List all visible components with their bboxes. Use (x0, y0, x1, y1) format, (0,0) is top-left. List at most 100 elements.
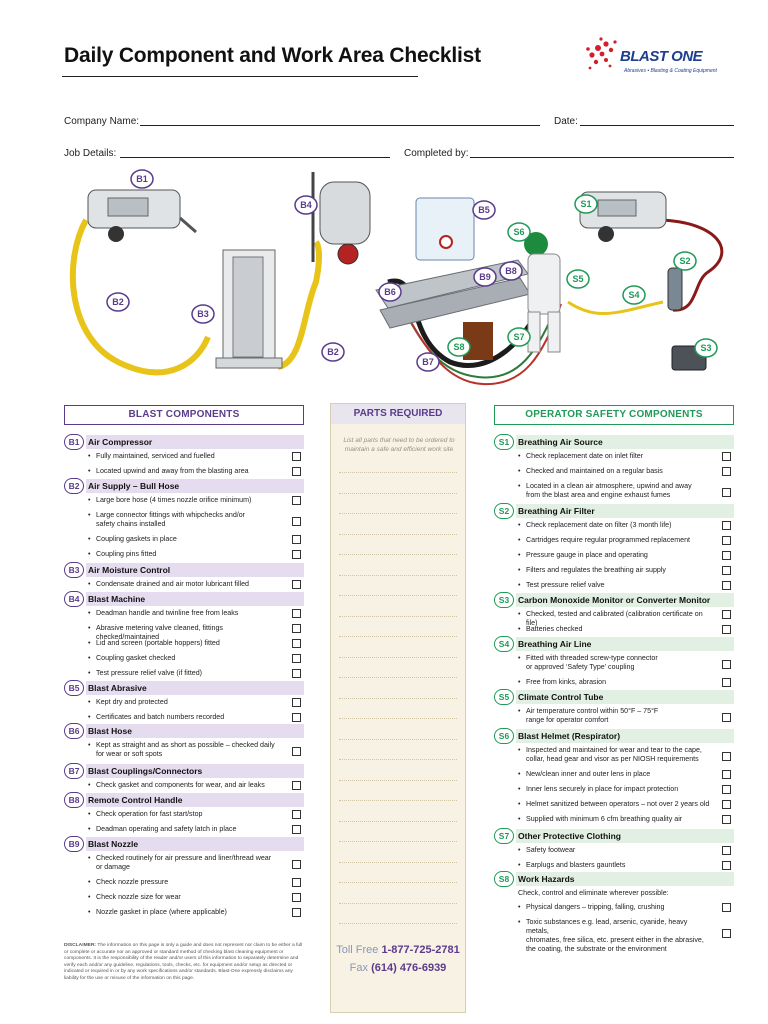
callout-label: S4 (628, 290, 639, 300)
checkbox[interactable] (292, 781, 301, 790)
checklist-item: •Kept dry and protected (88, 698, 280, 707)
checkbox[interactable] (292, 669, 301, 678)
parts-entry-line[interactable] (339, 513, 457, 514)
checklist-item-text: or approved ‘Safety Type’ coupling (526, 663, 635, 671)
checkbox[interactable] (292, 535, 301, 544)
checkbox[interactable] (722, 566, 731, 575)
checkbox[interactable] (722, 800, 731, 809)
checkbox[interactable] (722, 770, 731, 779)
checkbox[interactable] (292, 825, 301, 834)
parts-entry-line[interactable] (339, 533, 457, 535)
checkbox[interactable] (722, 625, 731, 634)
checkbox[interactable] (722, 928, 731, 938)
parts-entry-line[interactable] (339, 800, 457, 801)
bullet-icon: • (88, 452, 91, 460)
callout-s5: S5 (566, 269, 590, 289)
checkbox[interactable] (292, 609, 301, 618)
parts-entry-line[interactable] (339, 882, 457, 883)
parts-entry-line[interactable] (339, 656, 457, 658)
parts-entry-line[interactable] (339, 861, 457, 863)
checkbox[interactable] (292, 893, 301, 902)
parts-entry-line[interactable] (339, 841, 457, 842)
checkbox[interactable] (292, 713, 301, 722)
company-name-label: Company Name: (64, 116, 140, 127)
parts-entry-line[interactable] (339, 554, 457, 555)
section-code-badge: B2 (64, 478, 84, 494)
checkbox[interactable] (292, 624, 301, 633)
checklist-item: •Filters and regulates the breathing air… (518, 566, 710, 575)
checkbox[interactable] (292, 747, 301, 756)
callout-label: B2 (112, 297, 124, 307)
parts-entry-line[interactable] (339, 718, 457, 719)
checklist-item: •Batteries checked (518, 625, 710, 634)
checkbox[interactable] (292, 467, 301, 476)
parts-entry-line[interactable] (339, 472, 457, 473)
checkbox[interactable] (722, 903, 731, 912)
checkbox[interactable] (292, 639, 301, 648)
checkbox[interactable] (722, 861, 731, 870)
parts-entry-line[interactable] (339, 820, 457, 822)
checklist-item: •Safety footwear (518, 846, 710, 855)
callout-s6: S6 (507, 222, 531, 242)
checklist-item: •Check nozzle pressure (88, 878, 280, 887)
date-label: Date: (554, 116, 578, 127)
checkbox[interactable] (722, 551, 731, 560)
checkbox[interactable] (292, 580, 301, 589)
breathing-air-line (567, 300, 664, 315)
parts-entry-line[interactable] (339, 615, 457, 617)
bull-hose-left (69, 218, 211, 376)
checklist-item-text: Checked, tested and calibrated (calibrat… (526, 610, 703, 627)
checklist-item-text: Lid and screen (portable hoppers) fitted (96, 639, 220, 647)
checkbox[interactable] (722, 488, 731, 497)
section-code-badge: S8 (494, 871, 514, 887)
parts-entry-line[interactable] (339, 902, 457, 904)
checkbox[interactable] (292, 452, 301, 461)
parts-entry-line[interactable] (339, 574, 457, 576)
checkbox[interactable] (722, 678, 731, 687)
checklist-item-text: Kept dry and protected (96, 698, 168, 706)
checklist-item: •Cartridges require regular programmed r… (518, 536, 710, 545)
parts-entry-line[interactable] (339, 595, 457, 596)
checkbox[interactable] (722, 467, 731, 476)
blast-operator (524, 232, 561, 353)
checkbox[interactable] (292, 878, 301, 887)
checkbox[interactable] (722, 660, 731, 669)
checkbox[interactable] (722, 610, 731, 619)
job-details-field[interactable] (120, 157, 390, 158)
checkbox[interactable] (722, 452, 731, 461)
parts-entry-line[interactable] (339, 923, 457, 924)
completed-by-field[interactable] (470, 157, 734, 158)
checkbox[interactable] (292, 496, 301, 505)
parts-entry-line[interactable] (339, 759, 457, 760)
checkbox[interactable] (292, 517, 301, 526)
checkbox[interactable] (722, 713, 731, 722)
checkbox[interactable] (722, 521, 731, 530)
parts-entry-line[interactable] (339, 492, 457, 494)
bullet-icon: • (88, 654, 91, 662)
checkbox[interactable] (292, 654, 301, 663)
checkbox[interactable] (292, 908, 301, 917)
parts-required-heading: PARTS REQUIRED (331, 404, 465, 424)
checkbox[interactable] (292, 698, 301, 707)
checkbox[interactable] (722, 581, 731, 590)
checkbox[interactable] (722, 752, 731, 761)
parts-entry-line[interactable] (339, 677, 457, 678)
parts-entry-line[interactable] (339, 697, 457, 699)
checkbox[interactable] (292, 810, 301, 819)
checkbox[interactable] (292, 550, 301, 559)
date-field[interactable] (580, 125, 734, 126)
checkbox[interactable] (292, 860, 301, 869)
parts-entry-line[interactable] (339, 779, 457, 781)
parts-entry-line[interactable] (339, 636, 457, 637)
checkbox[interactable] (722, 536, 731, 545)
checkbox[interactable] (722, 815, 731, 824)
section-title: Breathing Air Source (516, 435, 734, 449)
checkbox[interactable] (722, 785, 731, 794)
company-name-field[interactable] (140, 125, 540, 126)
bullet-icon: • (88, 908, 91, 916)
parts-entry-line[interactable] (339, 738, 457, 740)
checkbox[interactable] (722, 846, 731, 855)
